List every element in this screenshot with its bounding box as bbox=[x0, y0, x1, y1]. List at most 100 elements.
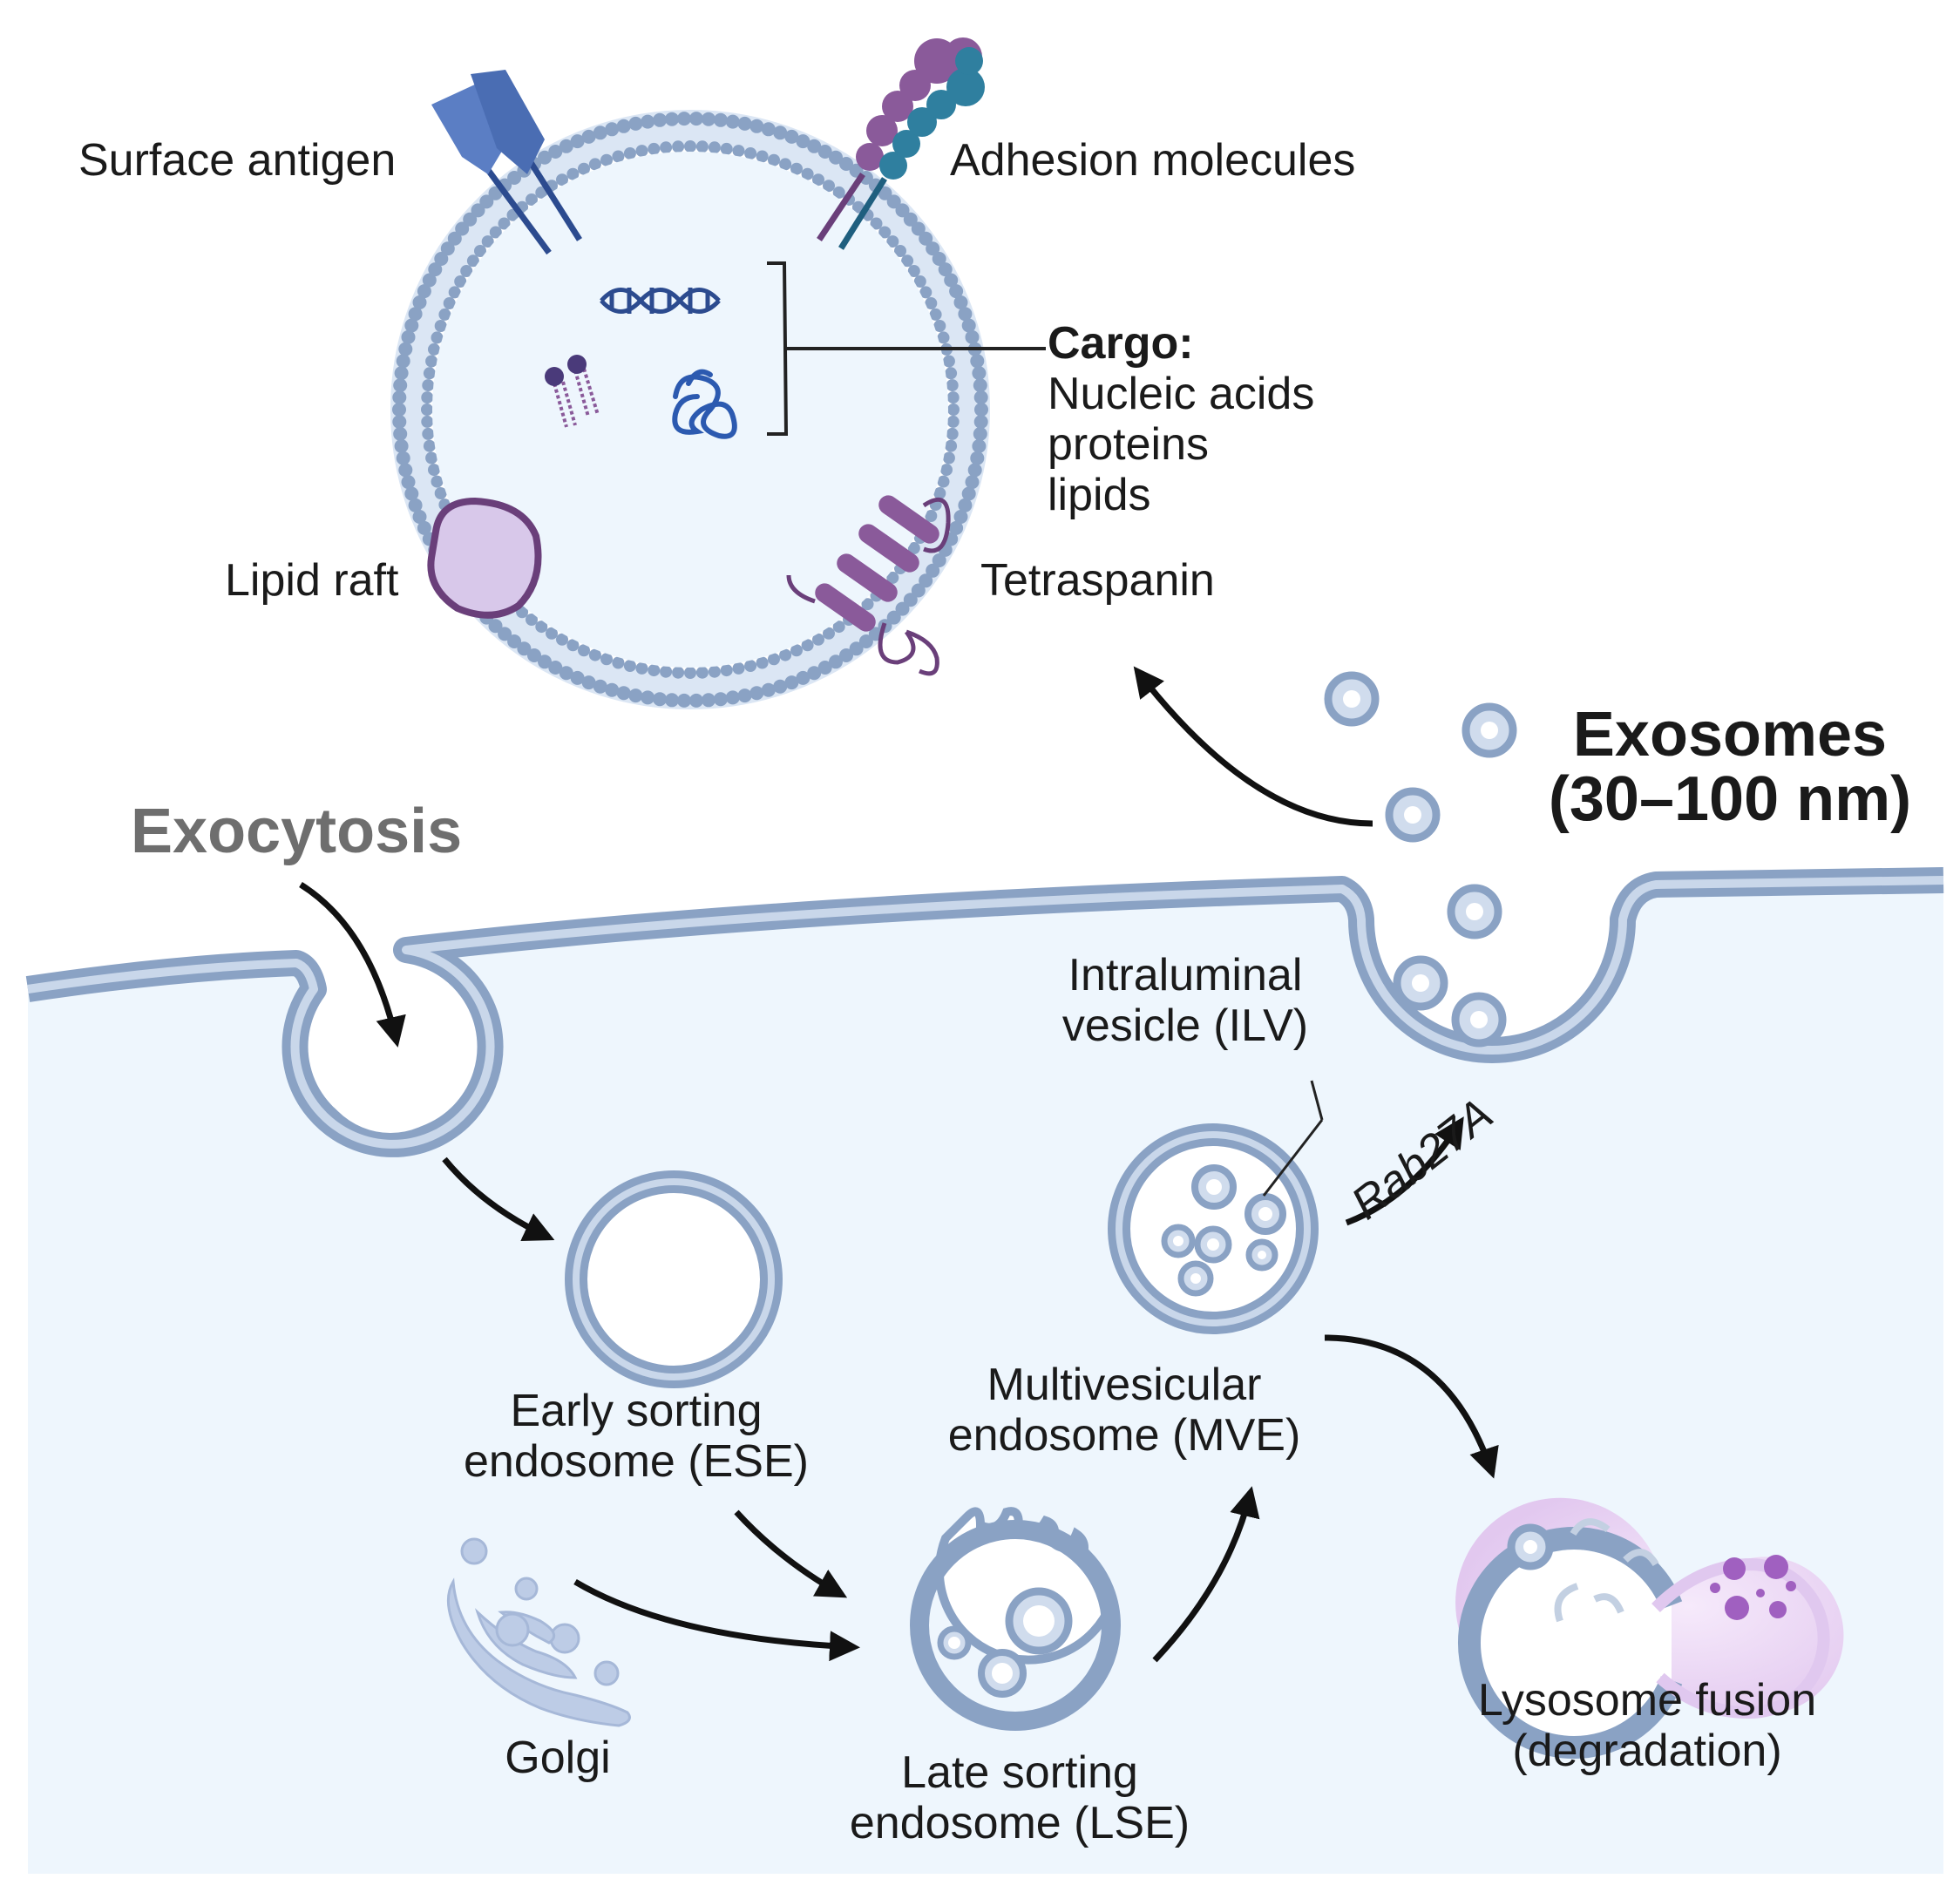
phospholipid-head bbox=[895, 203, 910, 218]
phospholipid-head bbox=[907, 265, 920, 277]
phospholipid-head bbox=[653, 112, 668, 127]
phospholipid-head bbox=[471, 203, 485, 218]
phospholipid-head bbox=[570, 670, 585, 685]
phospholipid-head bbox=[895, 601, 910, 616]
surface-antigen-icon bbox=[431, 70, 582, 255]
phospholipid-head bbox=[961, 318, 976, 333]
phospholipid-head bbox=[548, 145, 563, 159]
phospholipid-head bbox=[527, 648, 541, 662]
phospholipid-head bbox=[526, 193, 538, 206]
cargo-item-proteins: proteins bbox=[1048, 419, 1209, 470]
phospholipid-head bbox=[832, 621, 845, 634]
phospholipid-head bbox=[408, 498, 423, 512]
ilv-label-line1: Intraluminal bbox=[1068, 950, 1303, 1000]
phospholipid-head bbox=[570, 134, 585, 149]
phospholipid-head bbox=[839, 648, 853, 662]
phospholipid-head bbox=[839, 157, 853, 171]
phospholipid-head bbox=[463, 212, 478, 227]
phospholipid-head bbox=[708, 141, 721, 154]
phospholipid-head bbox=[702, 693, 716, 708]
phospholipid-head bbox=[940, 464, 953, 477]
ilv-pointer bbox=[1262, 1119, 1324, 1197]
phospholipid-head bbox=[588, 648, 601, 661]
phospholipid-head bbox=[702, 112, 716, 126]
cargo-bracket bbox=[767, 261, 1046, 436]
phospholipid-head bbox=[829, 654, 843, 669]
cargo-title: Cargo: bbox=[1048, 318, 1194, 369]
phospholipid-head bbox=[817, 661, 832, 675]
phospholipid-head bbox=[953, 295, 968, 309]
phospholipid-head bbox=[434, 487, 447, 499]
phospholipid-head bbox=[713, 112, 728, 127]
phospholipid-head bbox=[732, 145, 745, 158]
phospholipid-head bbox=[958, 498, 973, 512]
phospholipid-head bbox=[578, 644, 590, 657]
late-sorting-endosome bbox=[910, 1507, 1121, 1731]
phospholipid-head bbox=[466, 254, 479, 268]
phospholipid-head bbox=[635, 145, 648, 158]
phospholipid-head bbox=[907, 542, 920, 554]
arrow-golgi-to-lse bbox=[573, 1578, 860, 1662]
phospholipid-head bbox=[926, 563, 940, 578]
exocytosis-label: Exocytosis bbox=[131, 797, 463, 866]
phospholipid-head bbox=[761, 682, 776, 697]
phospholipid-head bbox=[946, 415, 960, 428]
phospholipid-head bbox=[423, 367, 436, 380]
budding-exosome bbox=[1393, 955, 1448, 1011]
tetraspanin-icon bbox=[786, 495, 951, 676]
phospholipid-head bbox=[434, 252, 449, 266]
phospholipid-head bbox=[392, 390, 407, 404]
phospholipid-head bbox=[801, 639, 814, 652]
phospholipid-head bbox=[641, 690, 655, 705]
phospholipid-head bbox=[448, 286, 461, 299]
phospholipid-head bbox=[393, 426, 408, 441]
phospholipid-head bbox=[481, 235, 494, 248]
phospholipid-head bbox=[926, 241, 940, 256]
phospholipid-head bbox=[773, 679, 788, 694]
phospholipid-head bbox=[972, 366, 987, 381]
phospholipid-head bbox=[641, 114, 655, 129]
ilv-pointer bbox=[1310, 1080, 1324, 1121]
phospholipid-head bbox=[911, 583, 926, 598]
phospholipid-head bbox=[417, 284, 431, 299]
phospholipid-head bbox=[422, 427, 435, 440]
phospholipid-head bbox=[404, 318, 419, 333]
phospholipid-head bbox=[953, 510, 968, 524]
phospholipid-head bbox=[421, 415, 434, 428]
phospholipid-head bbox=[447, 231, 462, 246]
arrow-exosome-release bbox=[1133, 666, 1373, 827]
ese-label-line2: endosome (ESE) bbox=[464, 1436, 809, 1487]
phospholipid-head bbox=[817, 145, 832, 159]
phospholipid-head bbox=[578, 162, 590, 175]
phospholipid-head bbox=[749, 119, 764, 133]
lse-label-line1: Late sorting bbox=[901, 1747, 1138, 1798]
phospholipid-head bbox=[396, 354, 410, 369]
phospholipid-head bbox=[474, 245, 486, 257]
phospholipid-head bbox=[422, 379, 435, 392]
phospholipid-head bbox=[929, 308, 942, 321]
arrow-lse-to-mve bbox=[1152, 1486, 1260, 1663]
phospholipid-head bbox=[412, 295, 427, 309]
phospholipid-head bbox=[732, 661, 745, 675]
phospholipid-head bbox=[773, 125, 788, 140]
phospholipid-head bbox=[393, 378, 408, 393]
phospholipid-head bbox=[970, 354, 985, 369]
phospholipid-head bbox=[535, 621, 548, 634]
protein-icon bbox=[672, 369, 737, 439]
phospholipid-head bbox=[965, 475, 980, 490]
phospholipid-head bbox=[428, 262, 443, 277]
phospholipid-head bbox=[684, 140, 696, 153]
phospholipid-head bbox=[886, 235, 899, 248]
phospholipid-head bbox=[919, 231, 933, 246]
phospholipid-head bbox=[812, 633, 824, 646]
phospholipid-head bbox=[588, 158, 601, 171]
arrow-mve-to-pm bbox=[1345, 1116, 1464, 1226]
phospholipid-head bbox=[937, 475, 950, 488]
phospholipid-head bbox=[635, 661, 648, 675]
phospholipid-head bbox=[401, 329, 416, 344]
phospholipid-head bbox=[454, 275, 467, 288]
mve-label-line2: endosome (MVE) bbox=[947, 1410, 1301, 1461]
phospholipid-head bbox=[455, 221, 470, 236]
arrow-exocytosis-in bbox=[299, 882, 406, 1048]
phospholipid-head bbox=[784, 675, 799, 690]
